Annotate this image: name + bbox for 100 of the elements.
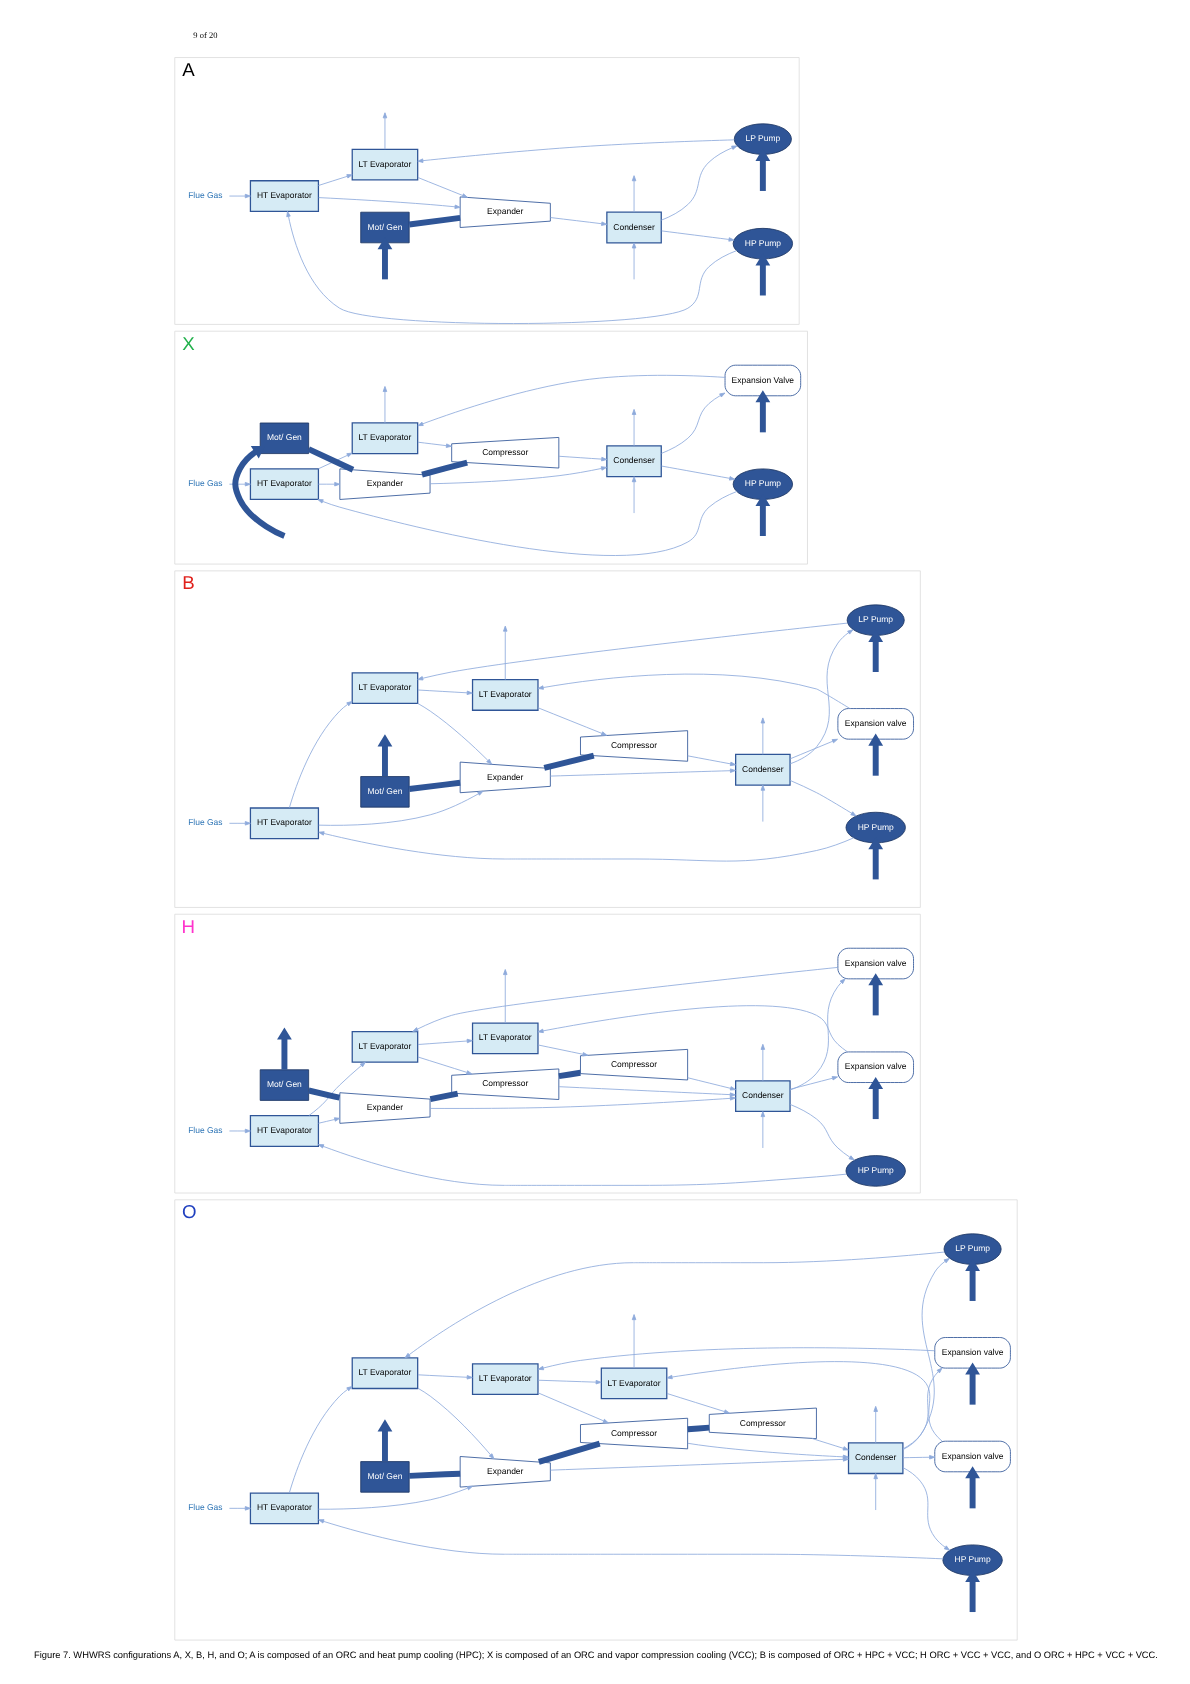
arrow bbox=[867, 973, 883, 1016]
arrow bbox=[872, 1405, 877, 1444]
arrow bbox=[228, 1128, 250, 1134]
arrow bbox=[964, 1569, 979, 1613]
arrow bbox=[788, 780, 856, 817]
connector bbox=[407, 779, 460, 792]
arrow bbox=[867, 733, 883, 776]
arrow bbox=[428, 466, 606, 485]
arrow bbox=[630, 175, 636, 213]
connector bbox=[428, 1090, 458, 1102]
arrow bbox=[416, 689, 472, 696]
arrow bbox=[660, 230, 734, 242]
arrow bbox=[964, 1362, 979, 1405]
arrow bbox=[416, 1374, 472, 1380]
arrow bbox=[810, 1438, 848, 1451]
arrow bbox=[872, 1473, 877, 1511]
arrow bbox=[287, 1386, 352, 1494]
arrow bbox=[901, 1455, 935, 1460]
connector bbox=[407, 214, 460, 228]
arrow bbox=[665, 1361, 942, 1442]
arrow bbox=[867, 1076, 883, 1120]
arrow bbox=[660, 465, 735, 481]
arrow bbox=[381, 112, 387, 150]
arrow bbox=[317, 1485, 472, 1510]
arrow bbox=[416, 622, 848, 681]
arrow bbox=[307, 1061, 365, 1116]
arrow bbox=[686, 1077, 735, 1091]
arrow bbox=[317, 790, 483, 826]
arrow bbox=[759, 784, 765, 823]
arrow bbox=[901, 1258, 949, 1451]
arrow bbox=[403, 1251, 944, 1359]
arrow bbox=[317, 197, 460, 209]
arrow bbox=[867, 629, 883, 672]
arrow bbox=[416, 374, 725, 427]
arrow bbox=[759, 717, 765, 755]
connector bbox=[686, 1424, 709, 1433]
arrow bbox=[630, 476, 636, 514]
arrow bbox=[788, 738, 837, 760]
arrow bbox=[549, 217, 607, 226]
arrow bbox=[788, 978, 845, 1091]
arrow bbox=[754, 493, 770, 537]
arrow bbox=[376, 734, 392, 777]
arrow bbox=[659, 145, 737, 221]
arrow bbox=[416, 139, 734, 163]
arrow bbox=[228, 1506, 250, 1511]
arrow bbox=[231, 445, 285, 539]
arrow bbox=[759, 1043, 765, 1082]
arrow bbox=[228, 193, 250, 199]
arrow bbox=[759, 1111, 765, 1149]
arrow bbox=[754, 148, 770, 191]
arrow bbox=[536, 1347, 934, 1371]
arrow bbox=[416, 1038, 472, 1045]
arrow bbox=[416, 441, 451, 448]
arrow bbox=[317, 831, 853, 862]
arrow bbox=[416, 177, 467, 198]
arrow bbox=[557, 455, 607, 462]
arrow bbox=[536, 1392, 608, 1424]
arrow bbox=[411, 967, 838, 1032]
arrow bbox=[867, 837, 883, 880]
connector bbox=[537, 1440, 600, 1465]
arrow bbox=[536, 1379, 601, 1385]
arrow bbox=[788, 629, 853, 765]
arrow bbox=[686, 755, 735, 767]
arrow bbox=[901, 1467, 949, 1551]
arrow bbox=[416, 702, 492, 765]
arrow bbox=[630, 408, 636, 447]
arrow bbox=[536, 1044, 588, 1057]
arrow bbox=[276, 1027, 291, 1070]
arrow bbox=[416, 1056, 472, 1075]
arrow bbox=[381, 386, 387, 424]
connector bbox=[307, 1087, 340, 1101]
arrow bbox=[317, 174, 352, 186]
arrow bbox=[660, 392, 725, 454]
arrow bbox=[317, 481, 340, 487]
arrow bbox=[964, 1258, 979, 1301]
arrow bbox=[630, 1314, 636, 1369]
connector bbox=[408, 1470, 460, 1479]
arrow bbox=[754, 253, 770, 296]
arrow bbox=[630, 242, 636, 280]
arrow bbox=[536, 707, 607, 736]
arrow bbox=[901, 1367, 942, 1450]
arrow bbox=[228, 821, 250, 826]
arrow bbox=[788, 1076, 837, 1090]
arrow bbox=[317, 1117, 340, 1124]
arrow bbox=[316, 491, 737, 556]
arrow bbox=[665, 1393, 729, 1414]
arrow bbox=[376, 237, 392, 280]
arrow bbox=[317, 1519, 943, 1560]
arrow bbox=[502, 625, 507, 681]
arrow bbox=[964, 1466, 979, 1509]
arrow bbox=[548, 768, 735, 777]
arrow bbox=[428, 1096, 735, 1109]
arrow bbox=[536, 1005, 847, 1053]
arrow bbox=[376, 1419, 392, 1462]
arrow bbox=[536, 673, 850, 709]
arrow bbox=[317, 1144, 847, 1186]
arrow bbox=[557, 1086, 735, 1097]
connector bbox=[420, 459, 467, 478]
arrow bbox=[502, 969, 507, 1024]
connector bbox=[542, 752, 594, 771]
